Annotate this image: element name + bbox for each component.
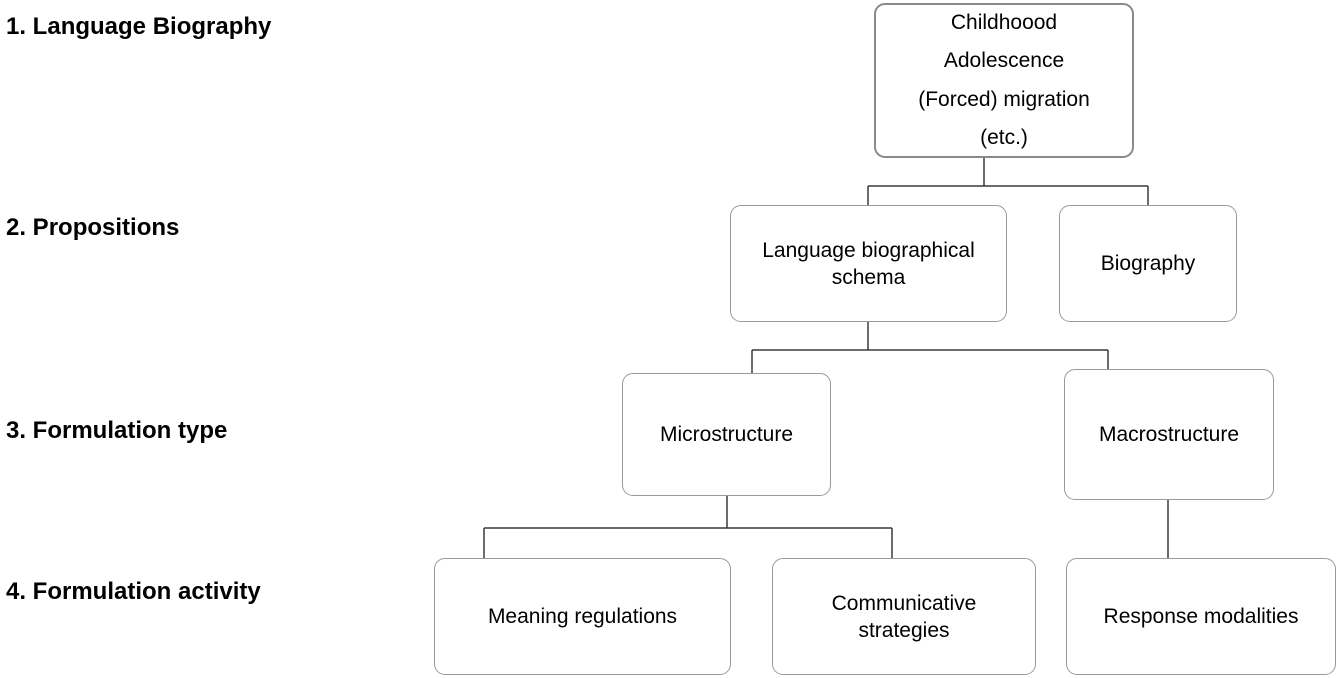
node-macrostructure-label: Macrostructure bbox=[1098, 423, 1240, 446]
level-label-propositions: 2. Propositions bbox=[6, 214, 180, 241]
node-macrostructure: Macrostructure bbox=[1064, 369, 1274, 500]
node-meaning-regulations-label: Meaning regulations bbox=[487, 605, 678, 628]
node-schema-line-2: schema bbox=[831, 265, 906, 289]
node-line-adolescence: Adolescence bbox=[943, 49, 1065, 72]
node-response-modalities: Response modalities bbox=[1066, 558, 1336, 675]
node-microstructure-label: Microstructure bbox=[659, 423, 794, 446]
node-biography-label: Biography bbox=[1100, 252, 1196, 275]
node-microstructure: Microstructure bbox=[622, 373, 831, 496]
node-life-stages: Childhoood Adolescence (Forced) migratio… bbox=[874, 3, 1134, 158]
level-label-formulation-activity: 4. Formulation activity bbox=[6, 578, 261, 605]
node-line-migration: (Forced) migration bbox=[918, 87, 1090, 111]
level-label-formulation-type: 3. Formulation type bbox=[6, 417, 228, 444]
node-schema-line-1: Language biographical bbox=[762, 238, 975, 262]
node-communicative-strategies: Communicative strategies bbox=[772, 558, 1036, 675]
node-communicative-line-2: strategies bbox=[858, 618, 950, 642]
node-response-modalities-label: Response modalities bbox=[1103, 605, 1299, 628]
node-biography: Biography bbox=[1059, 205, 1237, 322]
node-language-biographical-schema: Language biographical schema bbox=[730, 205, 1007, 322]
level-label-language-biography: 1. Language Biography bbox=[6, 13, 272, 40]
node-line-childhood: Childhoood bbox=[950, 10, 1058, 34]
node-line-etc: (etc.) bbox=[980, 126, 1028, 149]
node-communicative-line-1: Communicative bbox=[831, 591, 977, 615]
node-meaning-regulations: Meaning regulations bbox=[434, 558, 731, 675]
